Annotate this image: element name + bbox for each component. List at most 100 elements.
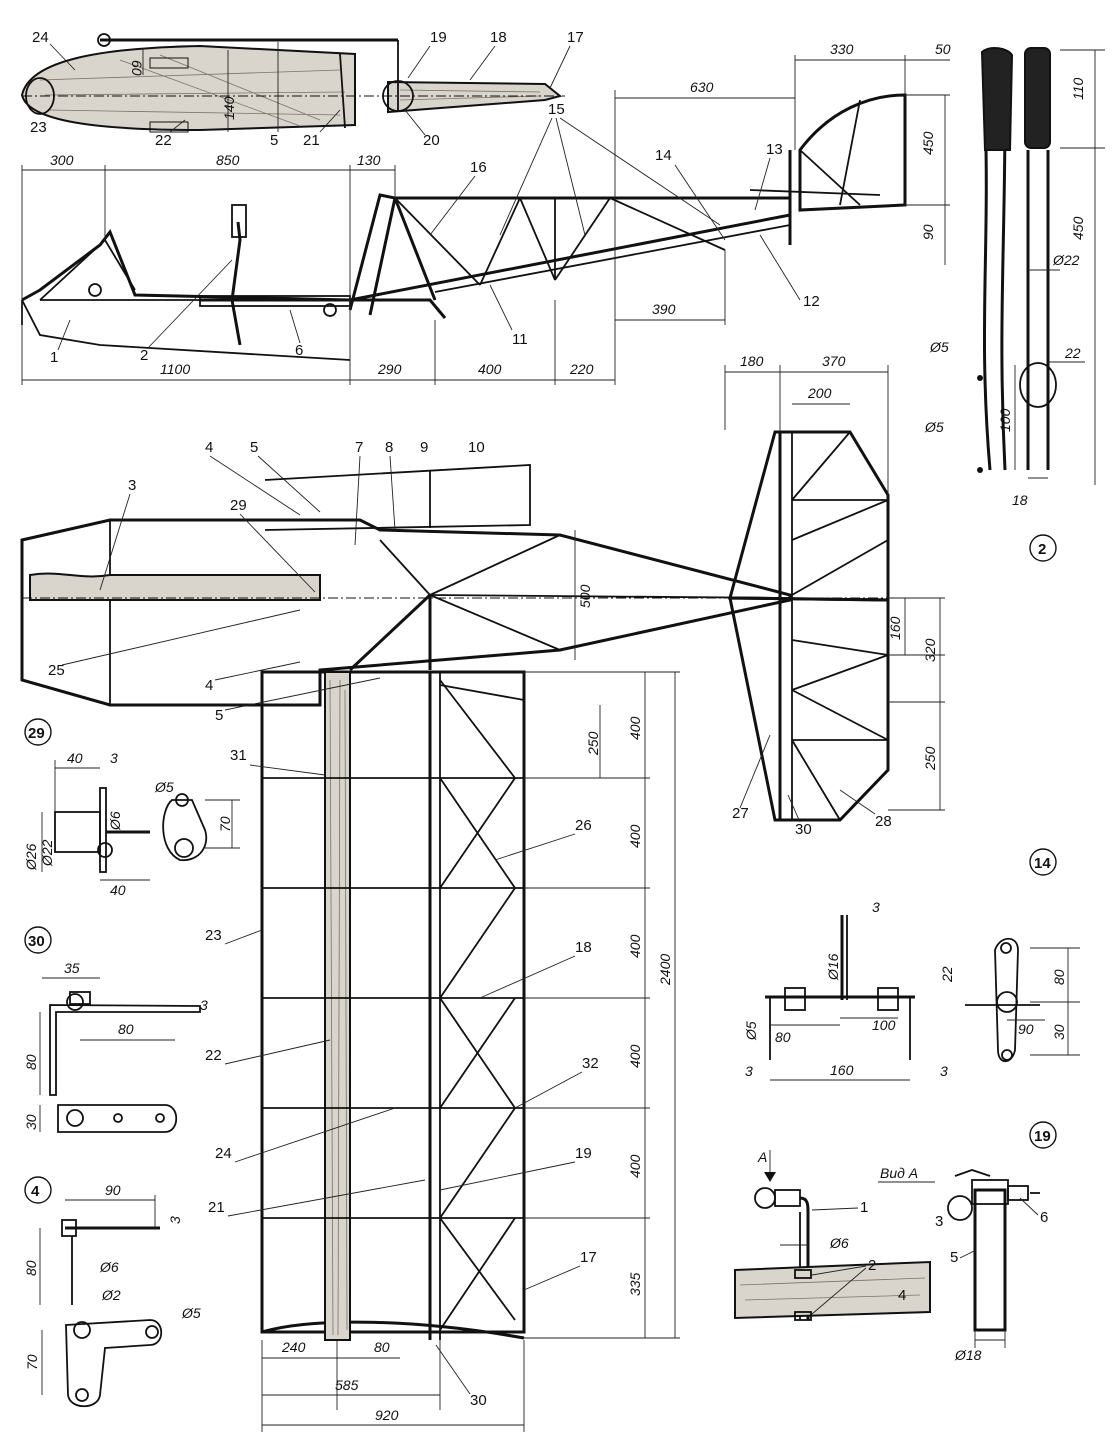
top-label-10: 10 bbox=[468, 439, 485, 456]
label-20: 20 bbox=[423, 132, 440, 149]
top-dim-400b: 400 bbox=[627, 824, 643, 848]
d30-dim-80b: 80 bbox=[118, 1021, 134, 1037]
side-label-14: 14 bbox=[655, 147, 672, 164]
side-label-6: 6 bbox=[295, 342, 303, 359]
label-17: 17 bbox=[567, 29, 584, 46]
d30-dim-3: 3 bbox=[200, 997, 208, 1013]
d4-dim-70: 70 bbox=[24, 1354, 40, 1370]
d29-dim-3: 3 bbox=[110, 750, 118, 766]
detail-19: 19 A Вид А Ø6 1 2 4 3 6 5 Ø18 bbox=[734, 1121, 1057, 1363]
stick-dim-5a: Ø5 bbox=[929, 339, 949, 355]
top-dim-400a: 400 bbox=[627, 716, 643, 740]
top-dim-160: 160 bbox=[887, 616, 903, 640]
d29-dim-40b: 40 bbox=[110, 882, 126, 898]
d14-dim-100: 100 bbox=[872, 1017, 896, 1033]
d14-dim-90: 90 bbox=[1018, 1021, 1034, 1037]
side-label-11: 11 bbox=[512, 331, 528, 348]
d30-dim-30: 30 bbox=[23, 1114, 39, 1130]
d4-dim-2: Ø2 bbox=[101, 1287, 121, 1303]
d14-dim-16: Ø16 bbox=[825, 953, 841, 981]
detail-19-badge: 19 bbox=[1034, 1128, 1051, 1145]
label-19: 19 bbox=[430, 29, 447, 46]
top-dim-585: 585 bbox=[335, 1377, 359, 1393]
top-label-5a: 5 bbox=[250, 439, 258, 456]
top-label-30b: 30 bbox=[795, 821, 812, 838]
detail-30-badge: 30 bbox=[28, 933, 45, 950]
d19-dim-6: Ø6 bbox=[829, 1235, 849, 1251]
top-label-21: 21 bbox=[208, 1199, 225, 1216]
detail-14-badge: 14 bbox=[1034, 855, 1051, 872]
d4-dim-3: 3 bbox=[167, 1216, 183, 1224]
dim-90: 90 bbox=[920, 224, 936, 240]
top-label-26: 26 bbox=[575, 817, 592, 834]
top-label-22: 22 bbox=[205, 1047, 222, 1064]
top-dim-250a: 250 bbox=[922, 746, 938, 771]
d29-dim-40a: 40 bbox=[67, 750, 83, 766]
d19-label-3: 3 bbox=[935, 1213, 943, 1230]
top-label-5b: 5 bbox=[215, 707, 223, 724]
top-dim-500: 500 bbox=[577, 584, 593, 608]
d29-dim-5: Ø5 bbox=[154, 779, 174, 795]
top-label-19: 19 bbox=[575, 1145, 592, 1162]
top-label-32: 32 bbox=[582, 1055, 599, 1072]
top-label-18: 18 bbox=[575, 939, 592, 956]
d19-label-1: 1 bbox=[860, 1199, 868, 1216]
d30-dim-35: 35 bbox=[64, 960, 80, 976]
dim-50: 50 bbox=[935, 41, 951, 57]
d19-arrow-label: A bbox=[757, 1149, 767, 1165]
top-dim-400d: 400 bbox=[627, 1044, 643, 1068]
top-dim-920: 920 bbox=[375, 1407, 399, 1423]
top-dim-200: 200 bbox=[807, 385, 832, 401]
top-label-9: 9 bbox=[420, 439, 428, 456]
d14-dim-3a: 3 bbox=[872, 899, 880, 915]
detail-29: 29 40 3 Ø5 Ø26 Ø22 Ø6 40 70 bbox=[23, 718, 240, 898]
stick-dim-22a: Ø22 bbox=[1052, 252, 1080, 268]
label-22: 22 bbox=[155, 132, 172, 149]
top-view: 180 370 200 500 160 320 250 250 400 400 … bbox=[20, 353, 945, 1432]
top-label-27: 27 bbox=[732, 805, 749, 822]
d19-dim-18: Ø18 bbox=[954, 1347, 982, 1363]
detail-2-stick: 110 450 Ø22 22 100 18 Ø5 Ø5 2 bbox=[924, 47, 1105, 562]
stick-dim-450: 450 bbox=[1070, 216, 1086, 240]
d29-dim-6: Ø6 bbox=[107, 811, 123, 831]
top-dim-320: 320 bbox=[922, 638, 938, 662]
d4-dim-6: Ø6 bbox=[99, 1259, 119, 1275]
top-label-31: 31 bbox=[230, 747, 247, 764]
detail-14: 14 3 Ø16 Ø5 80 100 160 3 3 80 30 22 90 bbox=[743, 848, 1080, 1081]
dim-1100: 1100 bbox=[160, 361, 190, 377]
top-label-8: 8 bbox=[385, 439, 393, 456]
side-label-2: 2 bbox=[140, 347, 148, 364]
stick-dim-18: 18 bbox=[1012, 492, 1028, 508]
side-label-1: 1 bbox=[50, 349, 58, 366]
stick-dim-22b: 22 bbox=[1064, 345, 1081, 361]
label-24: 24 bbox=[32, 29, 49, 46]
dim-290: 290 bbox=[377, 361, 402, 377]
top-label-25: 25 bbox=[48, 662, 65, 679]
dim-400: 400 bbox=[478, 361, 502, 377]
dim-220: 220 bbox=[569, 361, 594, 377]
d19-label-6: 6 bbox=[1040, 1209, 1048, 1226]
d19-label-5: 5 bbox=[950, 1249, 958, 1266]
d14-dim-3b: 3 bbox=[745, 1063, 753, 1079]
d30-dim-80a: 80 bbox=[23, 1054, 39, 1070]
detail-4-badge: 4 bbox=[31, 1183, 40, 1200]
top-dim-400c: 400 bbox=[627, 934, 643, 958]
top-dim-80: 80 bbox=[374, 1339, 390, 1355]
top-label-29: 29 bbox=[230, 497, 247, 514]
top-dim-180: 180 bbox=[740, 353, 764, 369]
stick-dim-110: 110 bbox=[1070, 77, 1086, 100]
label-23: 23 bbox=[30, 119, 47, 136]
d14-dim-5: Ø5 bbox=[743, 1021, 759, 1041]
d29-dim-26: Ø26 bbox=[23, 843, 39, 871]
detail-2-badge: 2 bbox=[1038, 541, 1046, 558]
top-dim-370: 370 bbox=[822, 353, 846, 369]
d4-dim-5: Ø5 bbox=[181, 1305, 201, 1321]
d14-dim-80: 80 bbox=[775, 1029, 791, 1045]
detail-30: 30 35 80 80 3 30 bbox=[23, 926, 208, 1133]
detail-29-badge: 29 bbox=[28, 725, 45, 742]
d19-view-label: Вид А bbox=[880, 1165, 918, 1181]
top-label-17: 17 bbox=[580, 1249, 597, 1266]
dim-130: 130 bbox=[357, 152, 381, 168]
top-label-3: 3 bbox=[128, 477, 136, 494]
dim-850: 850 bbox=[216, 152, 240, 168]
